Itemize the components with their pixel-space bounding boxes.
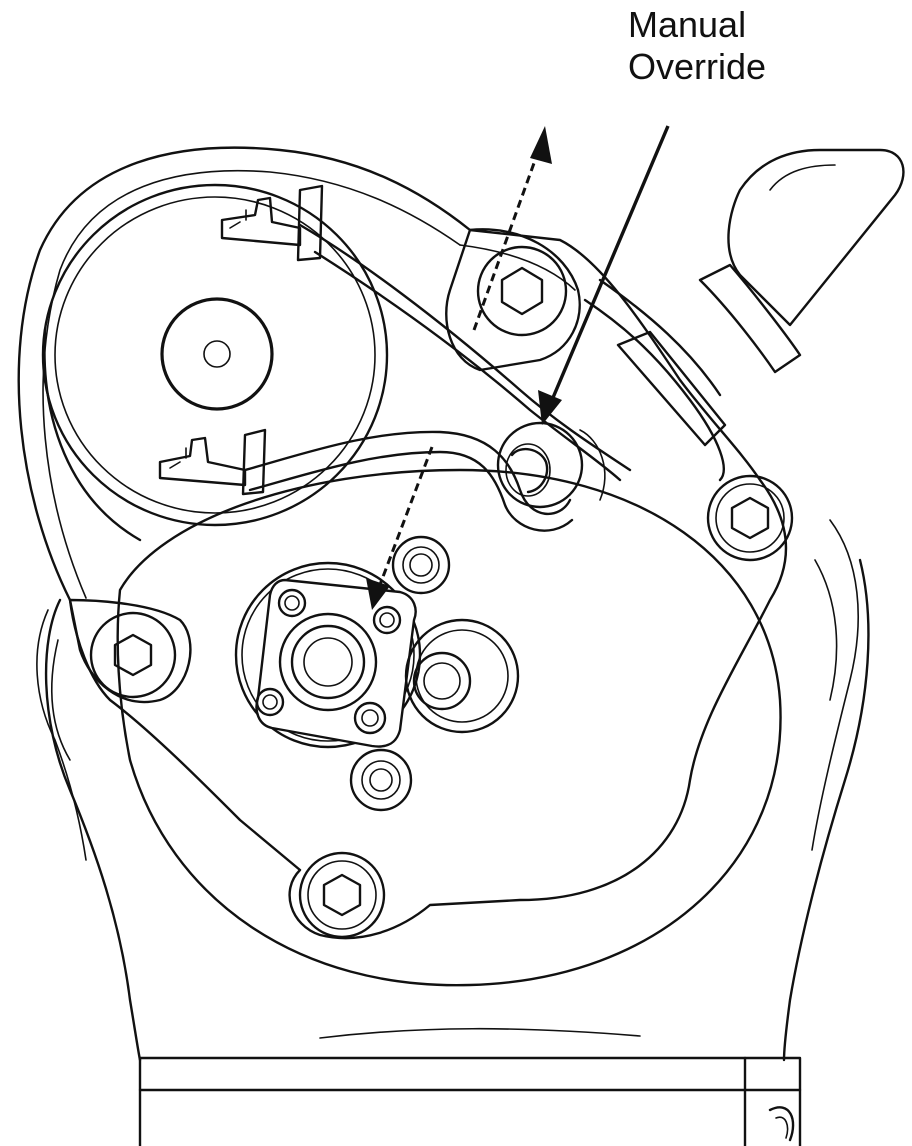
connector-arm: [583, 148, 905, 482]
cable: [243, 223, 632, 532]
bottom-bolt: [298, 851, 386, 939]
callout-arrow-head: [538, 390, 562, 425]
manual-override-label: Manual Override: [628, 4, 767, 87]
callout-leader: [538, 125, 670, 425]
dashed-arrow-upper: [472, 151, 540, 331]
left-bolt: [68, 598, 192, 703]
arrow-head-lower: [366, 578, 390, 610]
dashed-arrow-lower: [376, 446, 434, 591]
wire-terminals: [158, 184, 324, 496]
right-bolt: [706, 474, 794, 562]
gear-plate: [116, 468, 782, 987]
motor-cylinder: [41, 183, 389, 542]
arrow-head-upper: [530, 126, 552, 164]
upper-bracket: [445, 228, 581, 372]
gear-train: [234, 535, 520, 812]
motion-arrows: [366, 126, 552, 610]
manual-override-socket: [496, 421, 606, 509]
housing-body: [36, 519, 870, 1146]
